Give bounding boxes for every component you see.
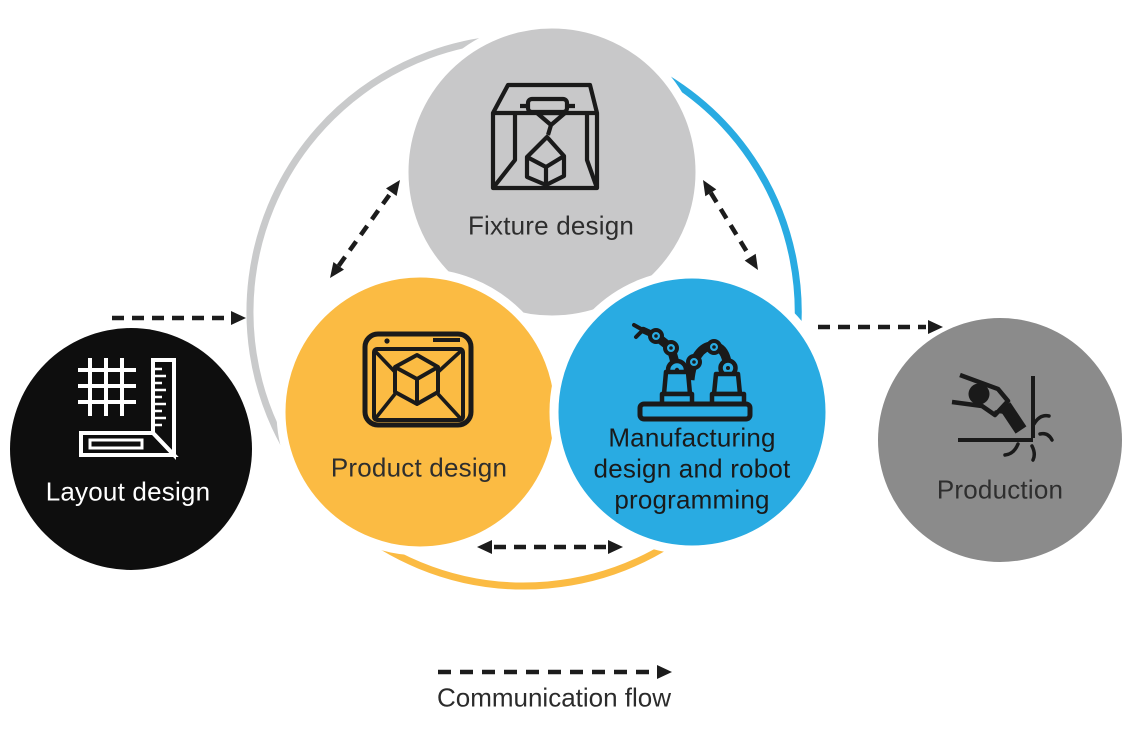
grid-ruler-icon <box>78 358 179 460</box>
arrow-product-manufacturing <box>477 540 623 554</box>
production-label: Production <box>936 474 1064 505</box>
product-circle <box>276 268 564 556</box>
welding-torch-icon <box>951 372 1054 462</box>
arrow-fixture-product <box>330 180 400 278</box>
arrow-fixture-manufacturing <box>703 180 758 270</box>
layout-label: Layout design <box>45 476 211 507</box>
robot-arms-icon <box>632 323 753 422</box>
printer-3d-icon <box>490 82 600 191</box>
manufacturing-label-line1: Manufacturing <box>608 422 776 453</box>
arrow-layout-to-cycle <box>112 311 246 325</box>
manufacturing-label-line3: programming <box>614 484 770 515</box>
legend-label: Communication flow <box>436 682 672 713</box>
communication-arrows <box>112 180 943 679</box>
fixture-circle <box>399 19 705 325</box>
legend-arrow <box>438 665 672 679</box>
arrow-manufacturing-to-production <box>818 320 943 334</box>
ring-segment-left <box>246 35 501 491</box>
manufacturing-label: Manufacturing design and robot programmi… <box>594 423 791 516</box>
fixture-label: Fixture design <box>467 210 635 241</box>
manufacturing-label-line2: design and robot <box>593 453 791 484</box>
cad-viewport-icon <box>362 331 474 428</box>
product-label: Product design <box>330 452 508 483</box>
